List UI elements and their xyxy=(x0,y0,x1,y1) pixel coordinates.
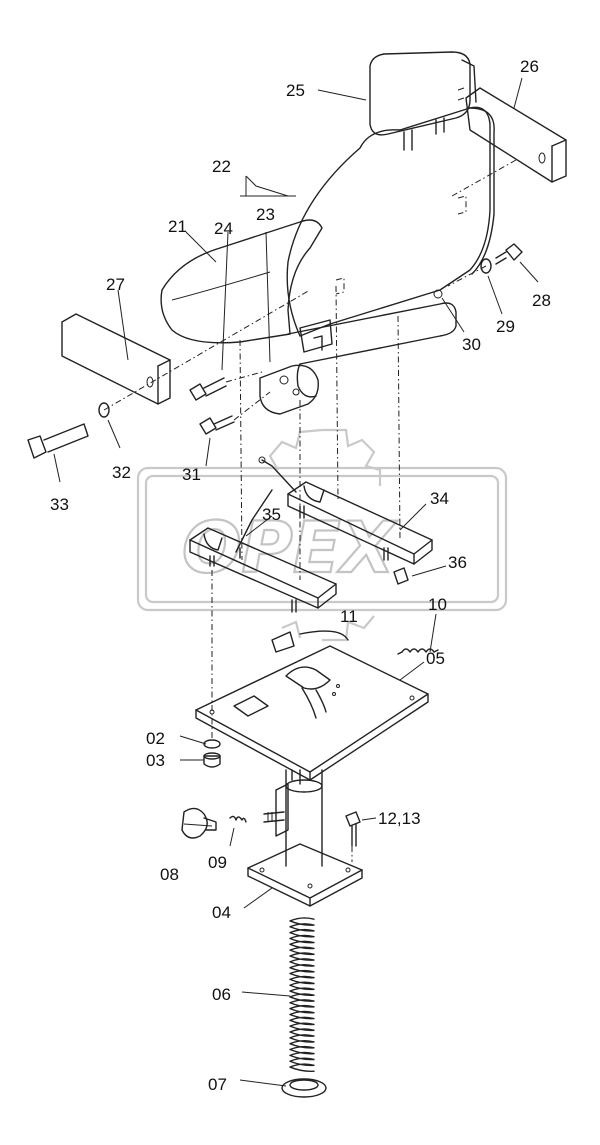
fasteners-upper xyxy=(27,243,523,459)
knob-and-spring xyxy=(181,807,285,839)
label-08: 08 xyxy=(160,865,179,884)
label-11: 11 xyxy=(340,607,358,626)
watermark-text: OPEX xyxy=(182,507,398,589)
coil-spring-turns xyxy=(289,917,315,1072)
seat-rails xyxy=(189,456,433,613)
label-26: 26 xyxy=(520,57,539,76)
coil-spring xyxy=(289,917,315,1072)
label-30: 30 xyxy=(462,335,481,354)
label-36: 36 xyxy=(448,553,467,572)
seat-cushion xyxy=(160,219,457,398)
label-12-13: 12,13 xyxy=(378,809,421,828)
label-35: 35 xyxy=(262,505,281,524)
callout-labels: 21 22 23 24 25 26 27 28 29 30 31 32 33 34 35 36 11 10 05 02… xyxy=(50,57,551,1094)
label-25: 25 xyxy=(286,81,305,100)
label-28: 28 xyxy=(532,291,551,310)
label-23: 23 xyxy=(256,205,275,224)
seat-plate xyxy=(195,645,429,781)
label-21: 21 xyxy=(168,217,187,236)
label-10: 10 xyxy=(428,595,447,614)
seat-back xyxy=(286,106,495,337)
label-33: 33 xyxy=(50,495,69,514)
label-29: 29 xyxy=(496,317,515,336)
watermark: OPEX xyxy=(136,428,508,642)
label-03: 03 xyxy=(146,751,165,770)
label-05: 05 xyxy=(426,649,445,668)
label-06: 06 xyxy=(212,985,231,1004)
pedestal-column xyxy=(247,769,363,907)
label-04: 04 xyxy=(212,903,231,922)
label-31: 31 xyxy=(182,465,201,484)
lever-and-spring xyxy=(271,630,439,655)
washer-nut xyxy=(203,570,221,768)
armrest-left xyxy=(61,313,171,405)
label-22: 22 xyxy=(212,157,231,176)
label-07: 07 xyxy=(208,1075,227,1094)
label-09: 09 xyxy=(208,853,227,872)
label-32: 32 xyxy=(112,463,131,482)
label-27: 27 xyxy=(106,275,125,294)
label-34: 34 xyxy=(430,489,449,508)
seat-bracket xyxy=(259,364,319,415)
headrest xyxy=(369,51,477,151)
guide-lines-upper xyxy=(103,159,517,580)
spring-seat xyxy=(281,1078,327,1098)
label-02: 02 xyxy=(146,729,165,748)
armrest-right xyxy=(465,87,567,183)
label-24: 24 xyxy=(214,219,233,238)
leader-lines xyxy=(53,77,539,1087)
